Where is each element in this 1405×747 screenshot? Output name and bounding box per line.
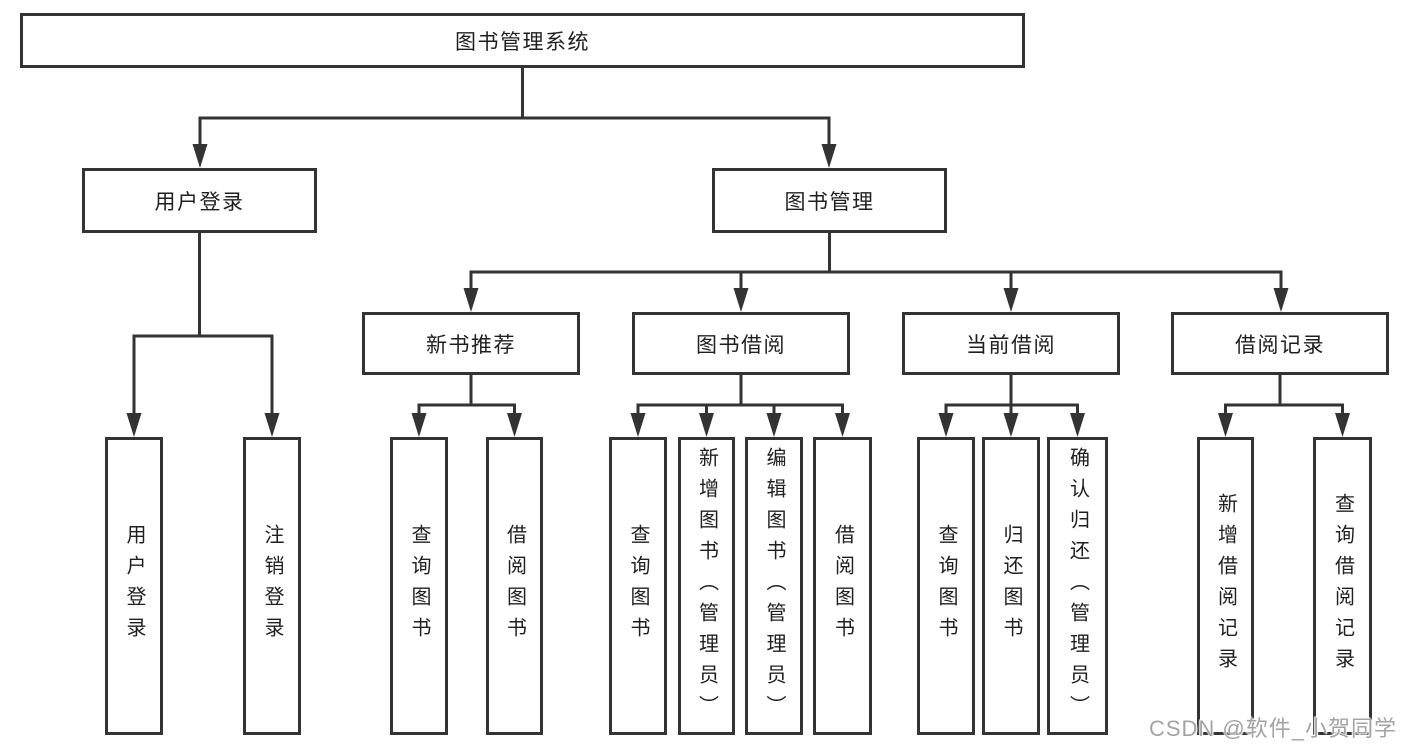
node-new-book: 新书推荐 [362, 312, 580, 375]
node-leaf-query-record: 查询借阅记录 [1313, 437, 1372, 735]
node-label: 新书推荐 [426, 333, 516, 357]
node-leaf-query3: 查询图书 [917, 437, 975, 735]
node-label: 编辑图书（管理员） [763, 446, 785, 726]
node-label: 借阅图书 [831, 524, 854, 648]
node-book-borrow: 图书借阅 [632, 312, 850, 375]
node-label: 查询图书 [408, 524, 430, 648]
node-current-borrow: 当前借阅 [902, 312, 1120, 375]
node-leaf-add-record: 新增借阅记录 [1197, 437, 1254, 735]
arrowhead-icon [938, 413, 954, 437]
node-leaf-query2: 查询图书 [609, 437, 667, 735]
arrowhead-icon [630, 413, 646, 437]
arrowhead-icon [1070, 413, 1085, 437]
arrowhead-icon [766, 413, 782, 437]
node-label: 借阅记录 [1235, 333, 1325, 357]
node-label: 图书管理 [784, 190, 875, 214]
arrowhead-icon [1003, 413, 1019, 437]
arrowhead-icon [411, 413, 427, 437]
node-label: 查询图书 [627, 524, 649, 648]
node-label: 新增借阅记录 [1214, 493, 1237, 679]
node-label: 图书借阅 [696, 333, 786, 357]
node-label: 新增图书（管理员） [695, 446, 718, 726]
arrowhead-icon [1218, 413, 1233, 437]
node-leaf-edit-book: 编辑图书（管理员） [745, 437, 803, 735]
node-label: 查询借阅记录 [1331, 493, 1354, 679]
node-leaf-logout: 注销登录 [243, 437, 301, 735]
arrowhead-icon [1003, 288, 1019, 312]
node-leaf-login: 用户登录 [105, 437, 163, 735]
arrowhead-icon [699, 413, 714, 437]
arrowhead-icon [126, 413, 142, 437]
arrowhead-icon [733, 288, 749, 312]
arrowhead-icon [1335, 413, 1350, 437]
node-label: 借阅图书 [503, 524, 526, 648]
node-leaf-borrow2: 借阅图书 [813, 437, 872, 735]
node-label: 查询图书 [935, 524, 957, 648]
arrowhead-icon [835, 413, 850, 437]
arrowhead-icon [821, 144, 837, 168]
node-label: 用户登录 [123, 524, 145, 648]
node-label: 归还图书 [1000, 524, 1022, 648]
csdn-watermark: CSDN @软件_小贺同学 [1148, 716, 1397, 741]
arrowhead-icon [192, 144, 208, 168]
node-borrow-record: 借阅记录 [1171, 312, 1389, 375]
node-user-login: 用户登录 [82, 168, 317, 233]
node-leaf-add-book: 新增图书（管理员） [678, 437, 735, 735]
arrowhead-icon [507, 413, 522, 437]
node-root: 图书管理系统 [20, 13, 1025, 68]
arrowhead-icon [264, 413, 280, 437]
node-leaf-confirm: 确认归还（管理员） [1047, 437, 1108, 735]
node-leaf-query1: 查询图书 [390, 437, 448, 735]
node-label: 注销登录 [261, 524, 283, 648]
node-label: 用户登录 [154, 190, 245, 214]
node-label: 确认归还（管理员） [1066, 446, 1089, 726]
arrowhead-icon [463, 288, 479, 312]
node-label: 图书管理系统 [455, 30, 590, 54]
node-leaf-return: 归还图书 [982, 437, 1040, 735]
arrowhead-icon [1273, 288, 1289, 312]
node-book-mgmt: 图书管理 [712, 168, 947, 233]
node-label: 当前借阅 [966, 333, 1056, 357]
node-leaf-borrow1: 借阅图书 [486, 437, 543, 735]
